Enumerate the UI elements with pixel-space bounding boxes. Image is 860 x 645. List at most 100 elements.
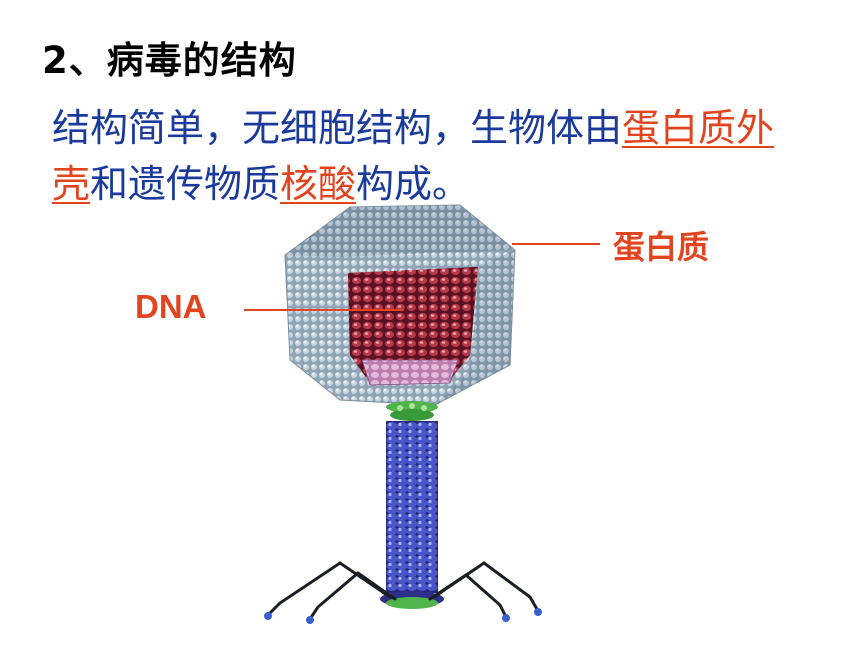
- tail-bead: [386, 548, 398, 556]
- tail-bead: [406, 534, 418, 542]
- tail-bead-highlight: [398, 583, 402, 588]
- tail-bead: [396, 471, 408, 479]
- label-dna: DNA: [135, 288, 207, 325]
- slide-title: 2、病毒的结构: [42, 39, 297, 82]
- tail-bead-highlight: [418, 506, 422, 511]
- tail-bead: [396, 520, 408, 528]
- text-segment: 结构简单，无细胞结构，生物体由: [52, 106, 623, 150]
- tail-bead-highlight: [428, 548, 432, 553]
- tail-bead-highlight: [428, 527, 432, 532]
- tail-bead-highlight: [388, 534, 392, 539]
- tail-bead-highlight: [398, 499, 402, 504]
- tail-bead: [386, 527, 398, 535]
- tail-bead: [386, 464, 398, 472]
- tail-bead-highlight: [418, 443, 422, 448]
- tail-bead-highlight: [408, 527, 412, 532]
- tail-bead-highlight: [388, 583, 392, 588]
- tail-bead-highlight: [408, 443, 412, 448]
- tail-bead: [386, 534, 398, 542]
- tail-bead: [406, 471, 418, 479]
- tail-bead-highlight: [408, 436, 412, 441]
- tail-bead: [406, 583, 418, 591]
- tail-bead: [396, 562, 408, 570]
- tail-bead-highlight: [428, 485, 432, 490]
- tail-bead: [386, 513, 398, 521]
- tail-bead-highlight: [428, 450, 432, 455]
- tail-bead: [426, 485, 438, 493]
- tail-bead: [416, 548, 428, 556]
- tail-bead-highlight: [408, 541, 412, 546]
- tail-bead: [416, 457, 428, 465]
- tail-bead-highlight: [418, 520, 422, 525]
- tail-bead-highlight: [428, 499, 432, 504]
- tail-bead-highlight: [408, 569, 412, 574]
- tail-bead: [416, 485, 428, 493]
- tail-bead: [386, 555, 398, 563]
- tail-bead: [416, 499, 428, 507]
- tail-bead: [406, 520, 418, 528]
- tail-bead-highlight: [428, 422, 432, 427]
- tail-bead-highlight: [408, 583, 412, 588]
- tail-bead-highlight: [418, 429, 422, 434]
- tail-bead-highlight: [398, 569, 402, 574]
- tail-bead: [386, 569, 398, 577]
- label-protein: 蛋白质: [613, 229, 710, 265]
- tail-bead: [426, 457, 438, 465]
- tail-bead-highlight: [398, 457, 402, 462]
- tail-bead: [426, 569, 438, 577]
- dna-leader-line: [244, 309, 404, 311]
- tail-bead-highlight: [388, 499, 392, 504]
- tail-bead: [386, 478, 398, 486]
- tail-bead: [426, 576, 438, 584]
- tail-bead-highlight: [388, 576, 392, 581]
- tail-bead: [416, 443, 428, 451]
- tail-bead-highlight: [388, 562, 392, 567]
- tail-bead: [426, 520, 438, 528]
- tail-bead-highlight: [418, 534, 422, 539]
- tail-bead: [426, 422, 438, 430]
- tail-fibers: [266, 561, 540, 621]
- tail-bead-highlight: [418, 478, 422, 483]
- tail-bead: [416, 555, 428, 563]
- tail-bead-highlight: [388, 506, 392, 511]
- tail-bead-highlight: [388, 569, 392, 574]
- tail-bead-highlight: [418, 548, 422, 553]
- tail-bead-highlight: [398, 548, 402, 553]
- tail-bead-highlight: [418, 422, 422, 427]
- tail-bead-highlight: [428, 513, 432, 518]
- tail-bead: [396, 569, 408, 577]
- tail-bead: [426, 548, 438, 556]
- tail-bead-highlight: [408, 422, 412, 427]
- tail-bead-highlight: [398, 443, 402, 448]
- tail-bead-highlight: [428, 534, 432, 539]
- tail-bead: [396, 422, 408, 430]
- tail-bead-highlight: [428, 471, 432, 476]
- tail-bead-highlight: [388, 541, 392, 546]
- tail-bead: [426, 429, 438, 437]
- tail-bead-highlight: [418, 541, 422, 546]
- tail-bead: [386, 520, 398, 528]
- tail-bead: [406, 436, 418, 444]
- tail-bead: [406, 541, 418, 549]
- tail-bead: [416, 513, 428, 521]
- tail-bead-highlight: [418, 457, 422, 462]
- tail-bead: [386, 429, 398, 437]
- tail-bead: [406, 464, 418, 472]
- tail-bead: [426, 513, 438, 521]
- tail-bead: [396, 583, 408, 591]
- tail-bead-highlight: [398, 450, 402, 455]
- tail-bead: [386, 471, 398, 479]
- tail-bead: [396, 576, 408, 584]
- tail-bead: [426, 478, 438, 486]
- tail-bead-highlight: [418, 436, 422, 441]
- tail-bead: [416, 436, 428, 444]
- tail-bead-highlight: [408, 576, 412, 581]
- tail-bead: [406, 450, 418, 458]
- tail-bead-highlight: [428, 464, 432, 469]
- tail-bead: [396, 527, 408, 535]
- tail-bead-highlight: [428, 562, 432, 567]
- tail-bead-highlight: [398, 506, 402, 511]
- tail-bead: [396, 555, 408, 563]
- tail-bead: [426, 562, 438, 570]
- tail-bead-highlight: [428, 541, 432, 546]
